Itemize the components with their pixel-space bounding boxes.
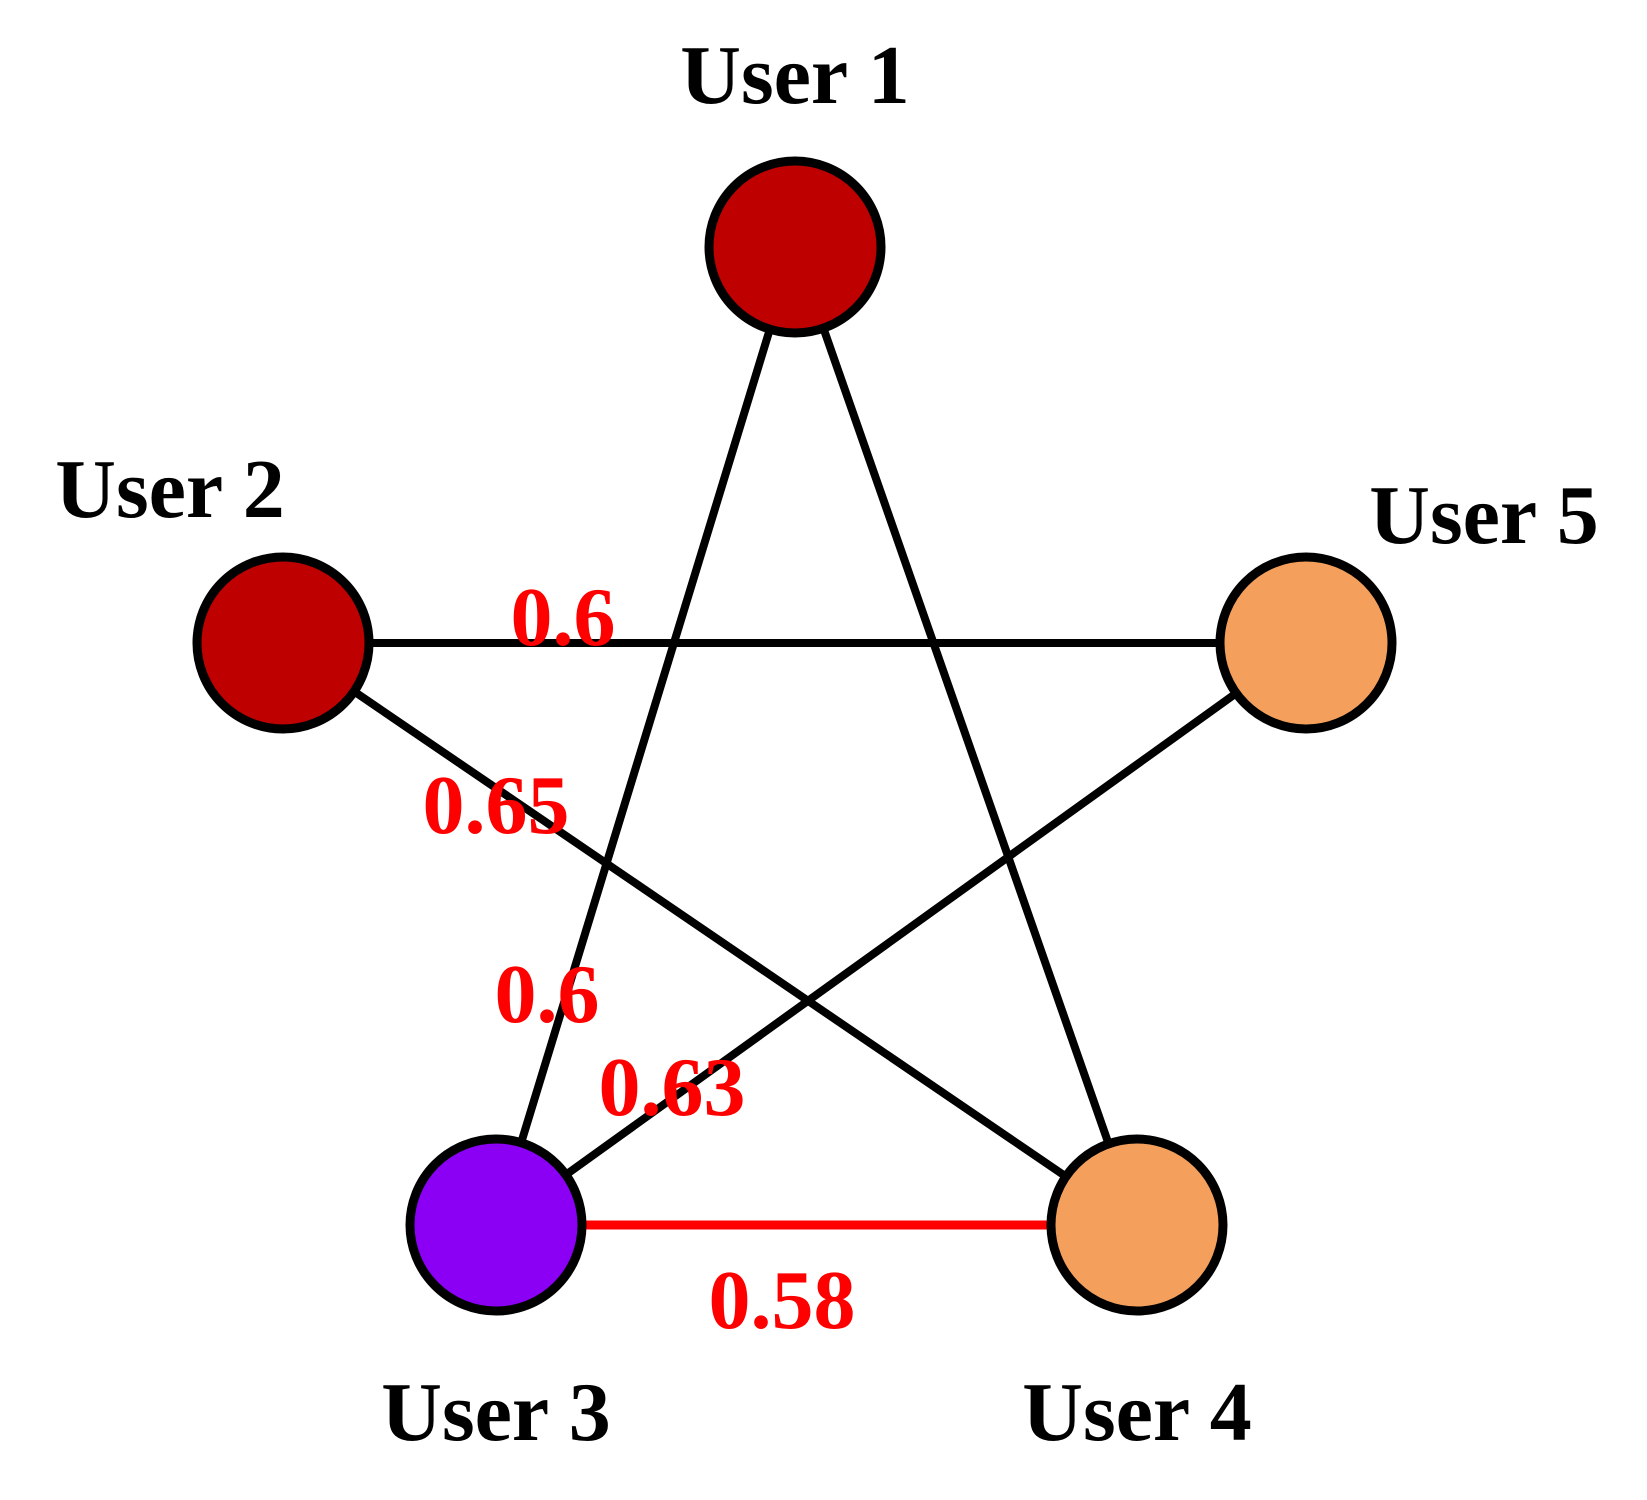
node-label-user-2: User 2 — [55, 443, 284, 536]
edge-user1-user4 — [791, 243, 1141, 1229]
edge-weight-user2-user5: 0.6 — [511, 571, 616, 664]
edges-layer — [279, 243, 1310, 1230]
node-user-5 — [1215, 552, 1397, 734]
edge-user2-user4 — [279, 639, 1141, 1229]
node-label-user-1: User 1 — [680, 29, 909, 122]
node-user-4 — [1046, 1134, 1228, 1316]
node-user-2 — [192, 552, 374, 734]
edge-weight-user3-user4: 0.58 — [709, 1254, 856, 1347]
edge-weight-user2-user4: 0.65 — [423, 759, 570, 852]
node-label-user-4: User 4 — [1022, 1366, 1251, 1459]
node-user-3 — [405, 1134, 587, 1316]
nodes-layer — [192, 156, 1397, 1316]
node-labels-layer: User 1 User 2 User 3 User 4 User 5 — [55, 29, 1598, 1459]
edge-user5-user3 — [492, 639, 1310, 1229]
edge-user1-user3 — [492, 243, 799, 1229]
node-label-user-5: User 5 — [1369, 469, 1598, 562]
node-user-1 — [704, 156, 886, 338]
edge-weight-user1-user3: 0.6 — [495, 948, 600, 1041]
edge-weight-user5-user3: 0.63 — [599, 1041, 746, 1134]
edge-labels-layer: 0.6 0.65 0.6 0.63 0.58 — [423, 571, 856, 1347]
node-label-user-3: User 3 — [381, 1366, 610, 1459]
